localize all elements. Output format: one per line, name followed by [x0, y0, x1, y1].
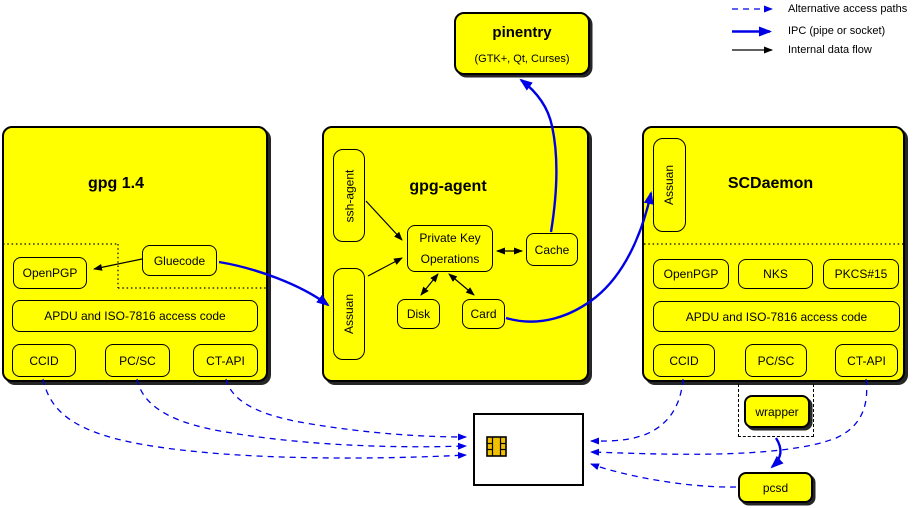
scdaemon-openpgp-box: OpenPGP [653, 259, 729, 289]
scdaemon-nks-box: NKS [738, 259, 813, 289]
card-box: Card [462, 299, 505, 329]
disk-box: Disk [397, 299, 440, 329]
smartcard-chip-icon [486, 436, 507, 457]
ssh-agent-label: ssh-agent [342, 169, 357, 222]
wrapper-box: wrapper [744, 395, 810, 428]
path-gpg14-ccid-to-card [42, 378, 467, 459]
gpg-agent-ssh-agent-box: ssh-agent [333, 149, 365, 242]
private-key-ops-line2: Operations [420, 251, 480, 266]
pinentry-box: pinentry (GTK+, Qt, Curses) [454, 12, 590, 75]
scdaemon-assuan-label: Assuan [662, 164, 677, 206]
legend-alternative-access-label: Alternative access paths [788, 3, 908, 15]
scdaemon-pcsc-box: PC/SC [745, 344, 807, 377]
pinentry-subtitle: (GTK+, Qt, Curses) [474, 53, 570, 65]
gpg14-gluecode-box: Gluecode [142, 245, 217, 276]
gpg14-ctapi-box: CT-API [193, 344, 258, 377]
scdaemon-pkcs15-box: PKCS#15 [823, 259, 899, 289]
scdaemon-assuan-box: Assuan [653, 138, 686, 232]
gpg14-box [2, 126, 268, 382]
scdaemon-title: SCDaemon [727, 175, 814, 192]
gpg-agent-assuan-label: Assuan [342, 293, 356, 335]
path-scdaemon-ccid-to-card [590, 378, 684, 445]
pcsd-box: pcsd [738, 472, 813, 503]
scdaemon-ccid-box: CCID [653, 344, 715, 377]
gpg14-openpgp-box: OpenPGP [13, 257, 87, 289]
legend-ipc-label: IPC (pipe or socket) [788, 25, 886, 37]
gpg14-pcsc-box: PC/SC [105, 344, 170, 377]
path-pcsd-to-card [590, 463, 737, 488]
gpg14-ccid-box: CCID [12, 344, 76, 377]
path-scdaemon-ctapi-to-card [590, 378, 868, 456]
private-key-ops-line1: Private Key [419, 230, 481, 245]
arrow-wrapper-to-pcsd [770, 437, 784, 469]
gpg-agent-assuan-box: Assuan [333, 268, 365, 360]
gpg14-title: gpg 1.4 [87, 175, 144, 192]
path-gpg14-pcsc-to-card [136, 378, 467, 450]
gpg14-apdu-box: APDU and ISO-7816 access code [12, 300, 258, 332]
smartcard [473, 413, 584, 486]
gpg-agent-title: gpg-agent [409, 178, 487, 195]
scdaemon-ctapi-box: CT-API [835, 344, 898, 377]
path-gpg14-ctapi-to-card [225, 378, 467, 441]
scdaemon-apdu-box: APDU and ISO-7816 access code [653, 301, 900, 332]
legend-internal-flow-label: Internal data flow [788, 44, 872, 56]
cache-box: Cache [526, 233, 578, 266]
private-key-operations-box: Private Key Operations [407, 225, 493, 272]
pinentry-title: pinentry [492, 23, 552, 41]
